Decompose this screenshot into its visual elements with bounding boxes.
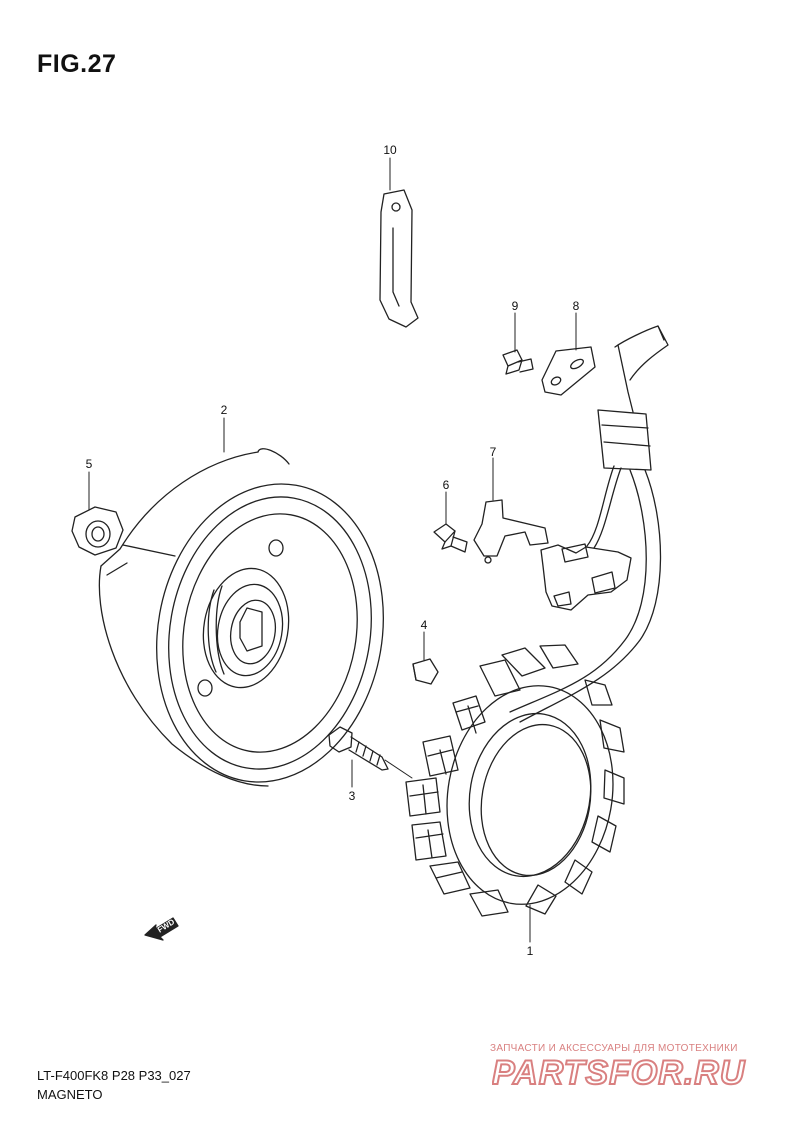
part-5-nut bbox=[71, 506, 124, 556]
leader-lines bbox=[88, 157, 577, 943]
part-2-flywheel-rotor bbox=[98, 448, 384, 787]
watermark-logo: PARTSFOR.RU bbox=[492, 1053, 746, 1092]
callout-3: 3 bbox=[349, 789, 356, 803]
fwd-arrow-icon bbox=[144, 917, 179, 941]
section-name: MAGNETO bbox=[37, 1087, 103, 1102]
watermark-tagline: ЗАПЧАСТИ И АКСЕССУАРЫ ДЛЯ МОТОТЕХНИКИ bbox=[490, 1043, 738, 1054]
part-7-bracket bbox=[473, 499, 549, 564]
part-10-clamp bbox=[379, 189, 419, 328]
part-1-stator bbox=[405, 644, 625, 917]
callout-2: 2 bbox=[221, 403, 228, 417]
part-4-key bbox=[412, 658, 439, 685]
pickup-coil-wiring bbox=[509, 325, 669, 723]
watermark-logo-text: PARTSFOR.RU bbox=[492, 1054, 746, 1092]
callout-6: 6 bbox=[443, 478, 450, 492]
callout-1: 1 bbox=[527, 944, 534, 958]
part-6-bolt bbox=[433, 523, 468, 553]
part-3-bolt bbox=[328, 726, 389, 771]
callout-9: 9 bbox=[512, 299, 519, 313]
model-code: LT-F400FK8 P28 P33_027 bbox=[37, 1068, 191, 1083]
callout-labels: 10 9 8 2 5 7 6 4 3 1 FWD bbox=[86, 143, 580, 958]
callout-5: 5 bbox=[86, 457, 93, 471]
figure-title: FIG.27 bbox=[37, 50, 117, 78]
callout-8: 8 bbox=[573, 299, 580, 313]
callout-7: 7 bbox=[490, 445, 497, 459]
callout-10: 10 bbox=[383, 143, 397, 157]
part-8-plate bbox=[541, 346, 596, 396]
callout-4: 4 bbox=[421, 618, 428, 632]
part-9-bolt bbox=[502, 349, 534, 375]
